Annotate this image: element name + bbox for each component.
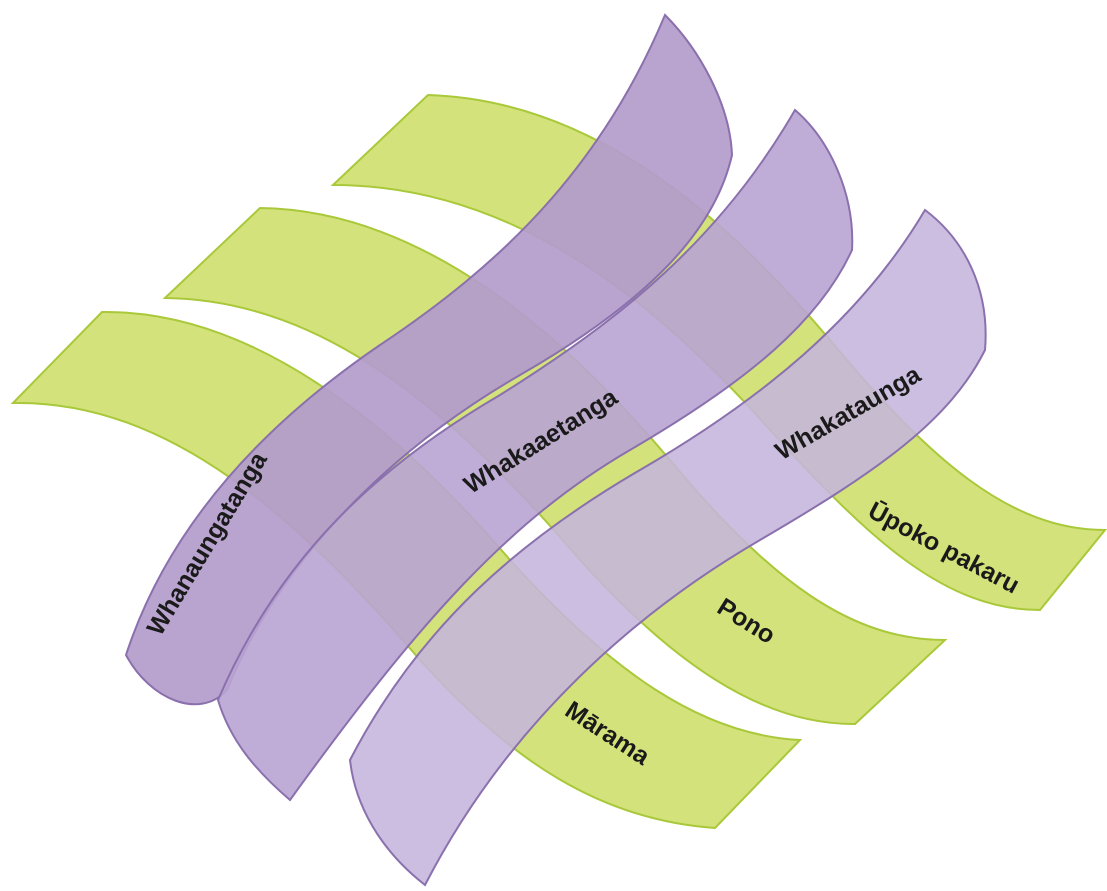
purple-strand-whakataunga <box>348 208 987 887</box>
purple-strand-whakaaetanga <box>216 108 854 802</box>
